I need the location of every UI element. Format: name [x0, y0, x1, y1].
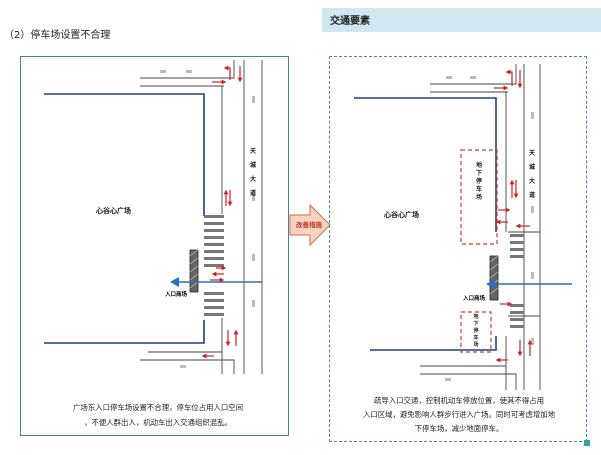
caption-line: 下停车场，减少地面停车。	[414, 424, 504, 433]
transition-label: 改善措施	[296, 221, 322, 229]
road-char: 道	[249, 190, 256, 197]
left-diagram	[44, 60, 263, 374]
parking-char: 下	[473, 321, 479, 327]
right-road	[420, 64, 541, 390]
right-plaza-bottom	[370, 336, 497, 351]
caption-line: 疏导入口交通，控制机动车停放位置，使其不得占用	[374, 396, 544, 405]
road-char: 城	[528, 164, 535, 171]
right-flow-arrow	[486, 279, 572, 289]
header-band	[322, 8, 601, 32]
road-char: 大	[528, 178, 535, 185]
corner-marker	[584, 440, 590, 446]
parking-top-label: 地 下 停 车 场	[475, 162, 483, 202]
right-diagram	[354, 64, 572, 390]
parking-char: 地	[473, 314, 479, 320]
caption-line: 广场东入口停车场设置不合理，停车位占用入口空间	[73, 403, 243, 412]
parking-char: 场	[473, 342, 479, 348]
right-entrance-label: 入口商场	[463, 296, 486, 302]
left-entrance-label: 入口商场	[165, 292, 188, 298]
left-plaza-label: 心谷心广场	[96, 207, 131, 215]
right-entrance-block	[489, 255, 499, 301]
underground-parking-bottom-box	[460, 311, 492, 353]
left-road-label: 天 城 大 道	[249, 148, 257, 198]
road-char: 道	[528, 192, 535, 199]
left-entrance-block	[189, 249, 199, 293]
parking-char: 车	[475, 186, 482, 193]
parking-char: 车	[473, 335, 479, 341]
right-road-label: 天 城 大 道	[528, 150, 536, 200]
left-plaza-outline	[44, 93, 205, 216]
left-caption: 广场东入口停车场设置不合理，停车位占用入口空间 ，不便人群出入，机动车出入交通组…	[40, 400, 276, 430]
section-title: （2）停车场设置不合理	[4, 30, 111, 41]
road-char: 天	[249, 148, 256, 155]
right-header-title: 交通要素	[330, 16, 370, 27]
left-parking-stripes	[204, 215, 224, 316]
right-plaza-outline	[354, 97, 497, 232]
right-red-arrows	[494, 69, 533, 363]
underground-parking-top-box	[460, 149, 498, 245]
right-caption: 疏导入口交通，控制机动车停放位置，使其不得占用 入口区域，避免影响人群步行进入广…	[336, 394, 582, 436]
parking-char: 停	[473, 328, 479, 334]
road-char: 大	[249, 176, 256, 183]
left-panel-frame	[20, 56, 289, 436]
right-panel-frame	[329, 56, 587, 442]
parking-char: 下	[475, 170, 482, 177]
caption-line: 入口区域，避免影响人群步行进入广场。同时可考虑增加地	[362, 410, 556, 419]
right-parking-stripes	[510, 234, 524, 328]
left-plaza-bottom	[44, 320, 205, 344]
left-red-arrows	[201, 65, 243, 359]
left-road	[140, 60, 263, 374]
caption-line: ，不便人群出入，机动车出入交通组织混乱。	[84, 418, 232, 427]
parking-char: 场	[475, 194, 482, 201]
road-char: 天	[528, 150, 535, 157]
left-flow-arrow	[170, 277, 262, 287]
parking-bottom-label: 地 下 停 车 场	[472, 314, 480, 349]
parking-char: 停	[475, 178, 482, 185]
left-road-blocks	[160, 70, 255, 368]
road-char: 城	[249, 162, 256, 169]
transition-arrow	[289, 203, 331, 247]
parking-char: 地	[475, 162, 482, 169]
right-road-blocks	[445, 76, 534, 381]
right-plaza-label: 心谷心广场	[384, 211, 419, 219]
